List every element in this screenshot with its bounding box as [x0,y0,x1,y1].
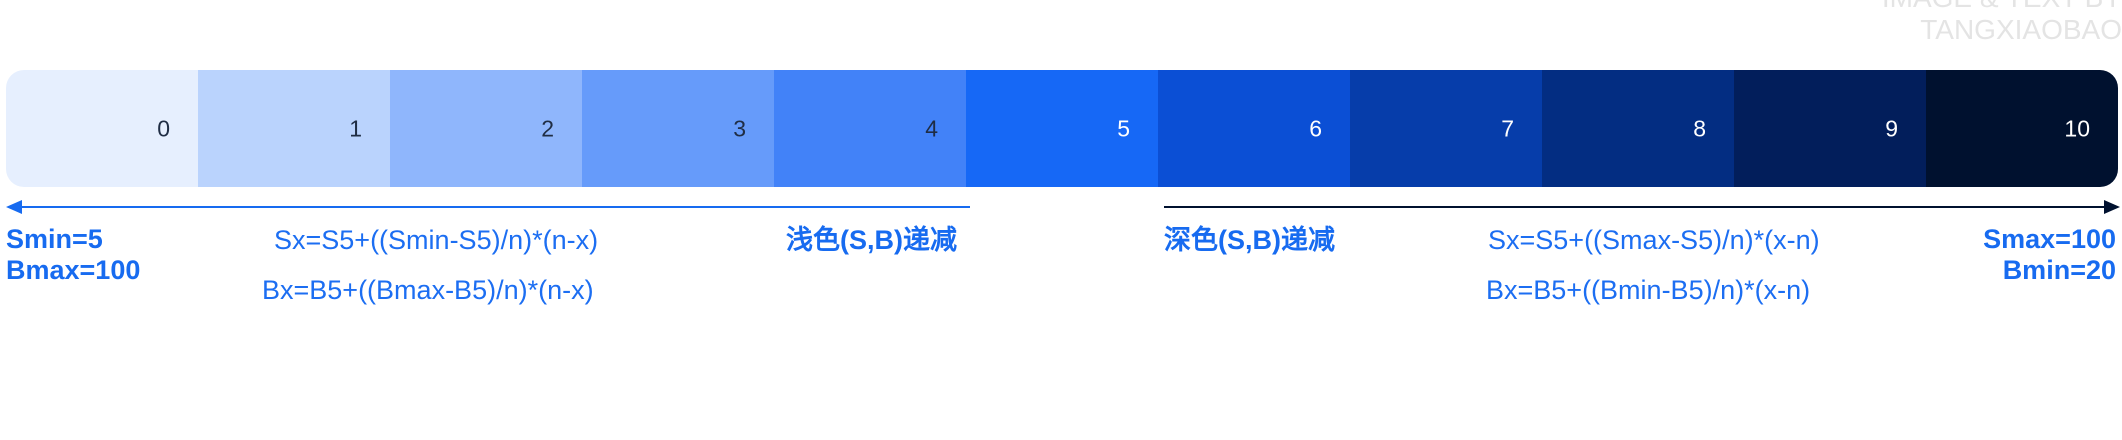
color-scale: 0 1 2 3 4 5 6 7 8 9 10 [6,70,2118,187]
right-direction-label: 深色(S,B)递减 [1164,225,1335,255]
left-min-label: Smin=5 [6,224,103,254]
scale-step-3: 3 [582,70,774,187]
left-formula-s: Sx=S5+((Smin-S5)/n)*(n-x) [274,225,599,255]
left-direction-label: 浅色(S,B)递减 [786,225,957,255]
right-arrow [1164,200,2120,214]
scale-step-label: 5 [1117,115,1130,141]
scale-step-label: 1 [349,115,362,141]
scale-step-label: 4 [925,115,938,141]
watermark-line-1: IMAGE & TEXT BY [1762,0,2122,14]
left-max-label: Bmax=100 [6,255,141,285]
scale-step-label: 9 [1885,115,1898,141]
scale-step-8: 8 [1542,70,1734,187]
watermark-line-2: TANGXIAOBAO [1920,14,2122,45]
right-formula-b: Bx=B5+((Bmin-B5)/n)*(x-n) [1486,275,1811,305]
right-max-label: Smax=100 [1983,224,2116,254]
right-formula-s: Sx=S5+((Smax-S5)/n)*(x-n) [1488,225,1820,255]
scale-step-1: 1 [198,70,390,187]
scale-step-label: 7 [1501,115,1514,141]
left-arrow [6,200,970,214]
scale-step-label: 3 [733,115,746,141]
scale-step-7: 7 [1350,70,1542,187]
scale-step-0: 0 [6,70,198,187]
scale-step-2: 2 [390,70,582,187]
left-formula-b: Bx=B5+((Bmax-B5)/n)*(n-x) [262,275,594,305]
scale-step-label: 0 [157,115,170,141]
scale-step-label: 2 [541,115,554,141]
right-min-label: Bmin=20 [2002,255,2116,285]
scale-step-label: 6 [1309,115,1322,141]
scale-step-9: 9 [1734,70,1926,187]
scale-step-label: 10 [2064,115,2090,141]
scale-step-5: 5 [966,70,1158,187]
scale-step-6: 6 [1158,70,1350,187]
scale-step-4: 4 [774,70,966,187]
scale-step-10: 10 [1926,70,2118,187]
scale-step-label: 8 [1693,115,1706,141]
watermark: IMAGE & TEXT BY TANGXIAOBAO [1762,0,2122,46]
